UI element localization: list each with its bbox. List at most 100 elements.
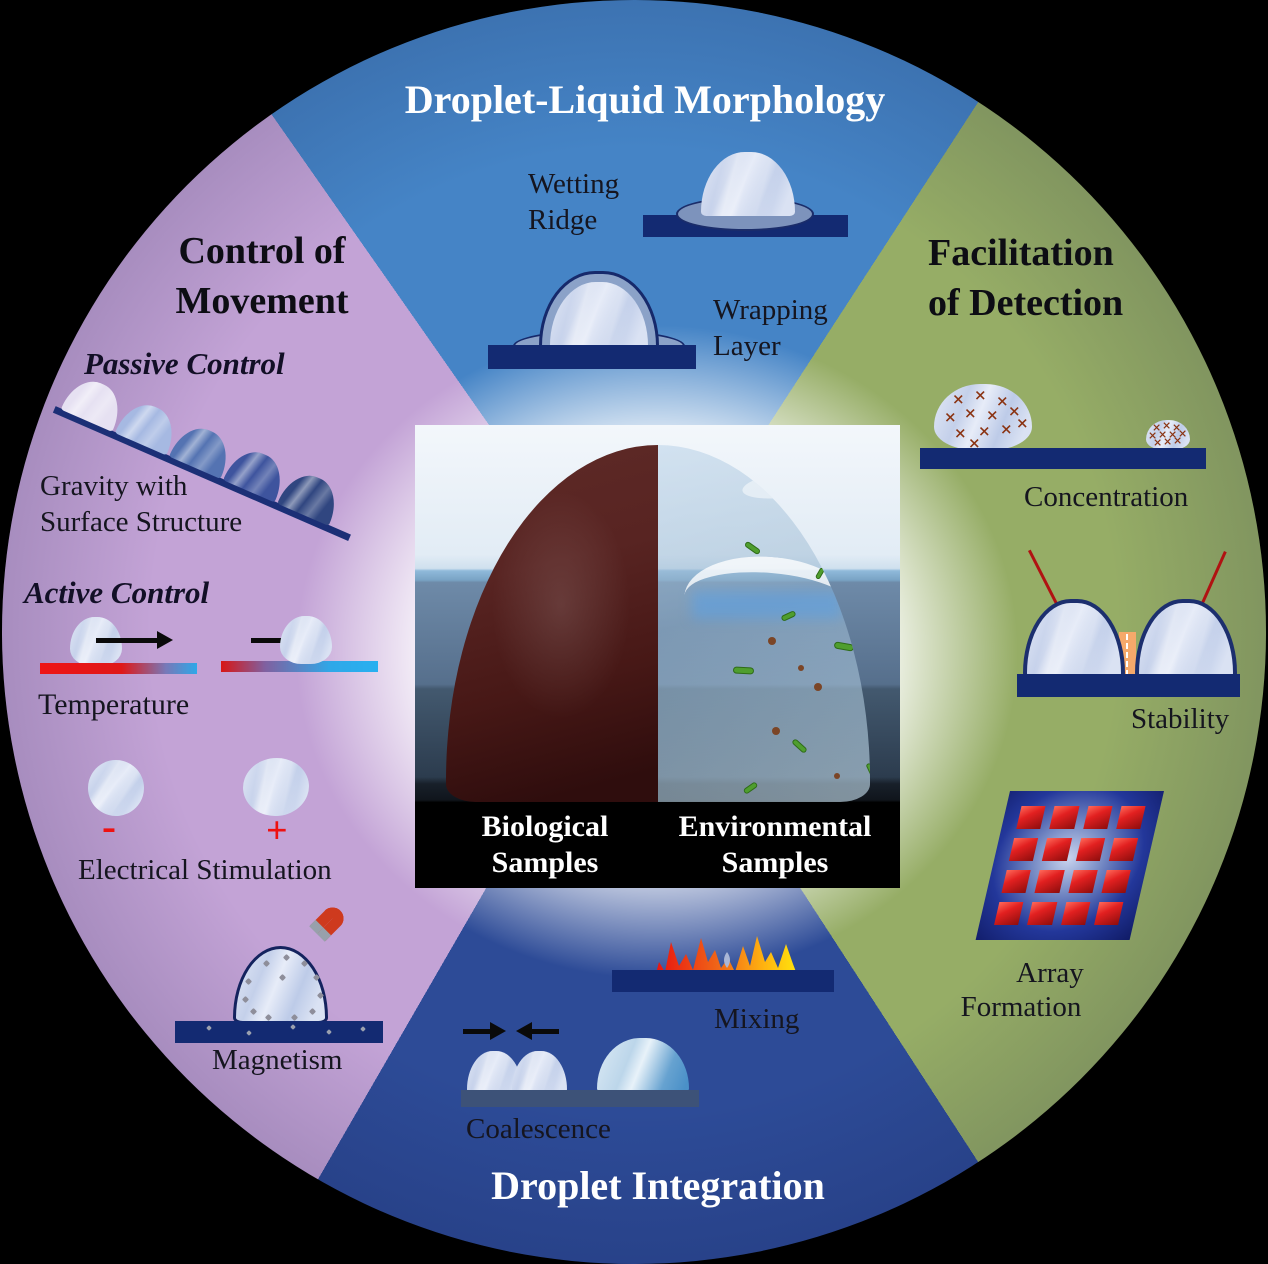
analyte-marker: × [1172,421,1182,434]
particle-dot [814,683,822,691]
analyte-marker: × [954,424,967,442]
wrapping-layer-label-line2: Layer [713,330,781,362]
array-droplet-cell [1060,902,1091,925]
particle-dot [772,727,780,735]
caption-environmental-line2: Samples [721,846,829,879]
magnetic-speck [316,991,325,1000]
magnetic-speck [308,1007,317,1016]
temperature-arrow-go [96,631,173,649]
wetting-ridge-label-line1: Wetting [528,168,620,200]
array-droplet-cell [1067,870,1098,893]
array-droplet-cell [1001,870,1032,893]
concentration-droplet-small: ×××××××××× [1146,420,1190,450]
analyte-marker: × [1016,414,1029,432]
magnetic-speck [244,977,253,986]
bacteria-rod [732,666,755,675]
movement-title-line1: Control of [178,230,346,272]
analyte-marker: × [1008,402,1021,420]
gravity-label-line2: Surface Structure [40,506,243,538]
array-droplet-cell [1008,838,1039,861]
coalescence-label: Coalescence [466,1113,611,1145]
magnetism-label: Magnetism [212,1044,343,1076]
stability-label: Stability [1131,703,1230,735]
magnetic-speck [264,1013,273,1022]
analyte-marker: × [1158,428,1168,441]
mixing-label: Mixing [714,1003,800,1035]
morphology-title: Droplet-Liquid Morphology [404,77,886,122]
analyte-marker: × [996,392,1009,410]
wetting-ridge-label: Wetting Ridge [528,166,619,238]
analyte-marker: × [1178,427,1188,440]
array-droplet-cell [1115,806,1146,829]
analyte-marker: × [952,390,965,408]
analyte-marker: × [1148,429,1158,442]
caption-biological: Biological Samples [431,809,659,881]
array-droplet-cell [1042,838,1072,861]
wetting-ridge-label-line2: Ridge [528,204,598,236]
analyte-marker: × [986,406,999,424]
movement-title: Control of Movement [90,226,434,326]
analyte-marker: × [978,422,991,440]
stability-bridge-dash [1126,634,1128,676]
array-droplet-cell [994,902,1024,925]
array-droplet-cell [1075,838,1105,861]
magnetic-speck [300,959,309,968]
array-droplet-cell [1108,838,1139,861]
analyte-marker: × [1173,434,1183,447]
caption-biological-line2: Samples [491,846,599,879]
detection-title: Facilitation of Detection [928,228,1168,328]
detection-title-line2: of Detection [928,282,1124,324]
magnetic-speck [290,1013,299,1022]
electrical-label: Electrical Stimulation [78,854,332,886]
array-droplet-cell [1034,870,1065,893]
particle-dot [860,657,867,664]
environmental-blue-reflection [692,591,842,619]
passive-control-heading: Passive Control [84,346,285,381]
caption-environmental-line1: Environmental [678,810,872,843]
coalescence-arrow-left [463,1022,506,1040]
wrapping-layer-label: Wrapping Layer [713,292,828,364]
array-droplet-cell [1101,870,1131,893]
magnetic-speck [246,1030,252,1036]
temperature-droplet-cold [280,616,332,664]
caption-biological-line1: Biological [481,810,609,843]
array-droplet-cell [1082,806,1113,829]
magnetic-speck [278,973,287,982]
concentration-bar [920,448,1206,469]
magnetic-speck [312,973,321,982]
magnetic-speck [249,1007,258,1016]
biological-sheen [491,490,631,720]
analyte-marker: × [1163,435,1173,448]
particle-dot [768,637,776,645]
analyte-marker: × [1153,436,1163,449]
magnetic-speck [241,995,250,1004]
analyte-marker: × [1162,419,1172,432]
array-droplet-cell [1093,902,1124,925]
array-label-1: Array [1016,957,1084,989]
sample-half-environmental [658,445,870,802]
coalescence-arrow-right [516,1022,559,1040]
particle-dot [798,665,804,671]
array-droplet-cell [1027,902,1057,925]
detection-title-line1: Facilitation [928,232,1114,274]
analyte-marker: × [968,434,981,452]
array-droplet-cell [1049,806,1080,829]
gravity-label-line1: Gravity with [40,470,188,502]
caption-band: Biological Samples Environmental Samples [415,802,900,888]
magnetic-speck [360,1026,366,1032]
array-grid [994,806,1146,925]
magnetic-speck [282,953,291,962]
magnetism-bar [175,1021,383,1043]
minus-sign: - [102,804,116,850]
analyte-marker: × [974,386,987,404]
magnetic-speck [206,1025,212,1031]
wrapping-layer-label-line1: Wrapping [713,294,828,326]
magnetic-speck [290,1024,296,1030]
sample-droplet [446,445,870,802]
center-photo: Biological Samples Environmental Samples [415,425,900,888]
magnetic-speck [326,1029,332,1035]
analyte-marker: × [944,408,957,426]
plus-sign: + [266,810,288,852]
concentration-droplet-large: ×××××××××××× [934,384,1032,452]
